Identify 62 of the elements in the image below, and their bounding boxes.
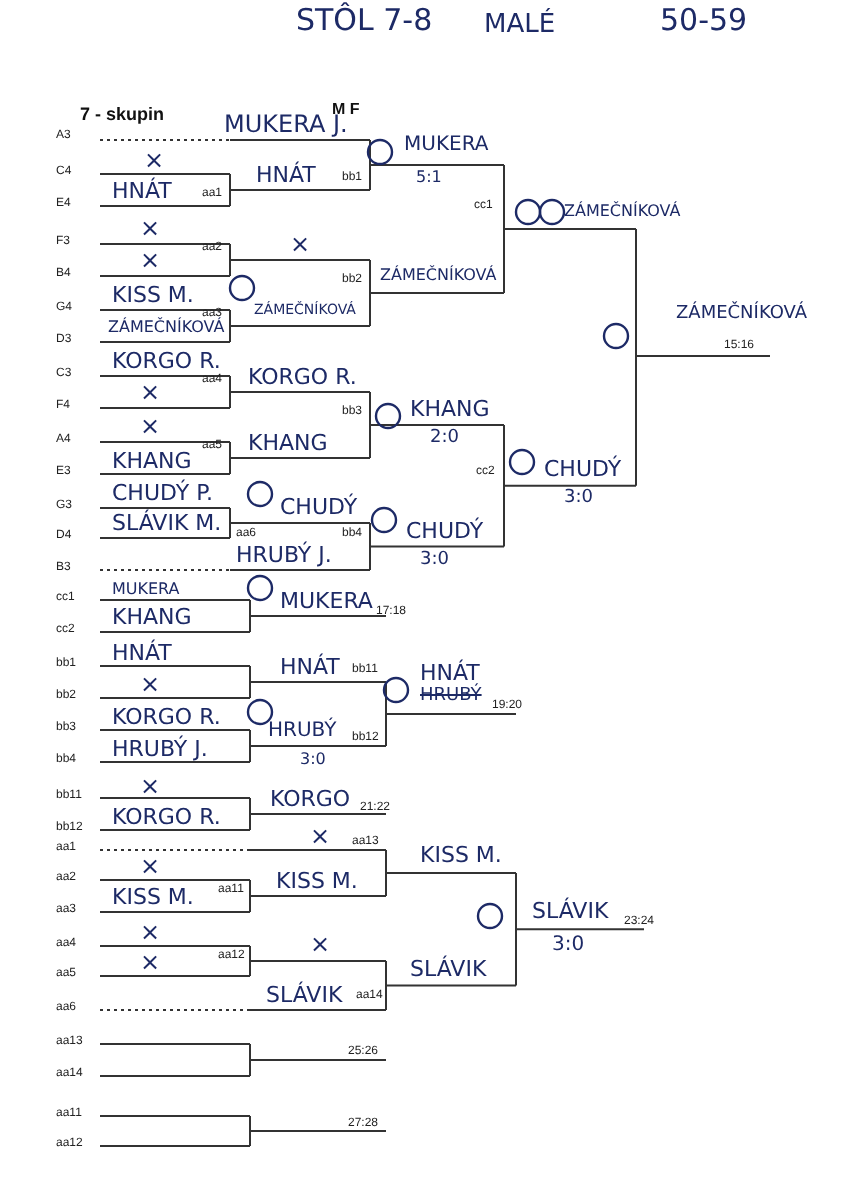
player-name: SLÁVIK bbox=[532, 900, 609, 922]
cross-mark: × bbox=[310, 932, 331, 956]
match-score: 5:1 bbox=[416, 170, 442, 186]
player-name: SLÁVIK bbox=[266, 984, 343, 1006]
cross-mark: × bbox=[144, 148, 165, 172]
player-name: KHANG bbox=[112, 450, 192, 472]
match-score: 3:0 bbox=[300, 752, 326, 768]
player-name: MUKERA bbox=[112, 582, 180, 598]
player-name: CHUDÝ bbox=[280, 496, 358, 518]
cross-mark: × bbox=[140, 414, 161, 438]
player-name: KORGO bbox=[270, 788, 351, 810]
cross-mark: × bbox=[310, 824, 331, 848]
handwritten-heading: STÔL 7-8 bbox=[296, 6, 433, 36]
match-score: 3:0 bbox=[420, 552, 449, 570]
cross-mark: × bbox=[140, 380, 161, 404]
player-name: KISS M. bbox=[112, 284, 194, 306]
cross-mark: × bbox=[140, 854, 161, 878]
player-name: KORGO R. bbox=[112, 706, 221, 728]
match-score: 3:0 bbox=[552, 936, 585, 956]
player-name: HNÁT bbox=[420, 662, 480, 684]
match-score: 2:0 bbox=[430, 430, 459, 448]
player-name: CHUDÝ bbox=[406, 520, 484, 542]
cross-mark: × bbox=[140, 950, 161, 974]
cross-mark: × bbox=[290, 232, 311, 256]
player-name: KISS M. bbox=[276, 870, 358, 892]
match-score: 3:0 bbox=[564, 490, 593, 508]
player-name: HRUBÝ J. bbox=[112, 738, 208, 760]
player-name: ZÁMEČNÍKOVÁ bbox=[676, 306, 808, 324]
cross-mark: × bbox=[140, 672, 161, 696]
player-name: SLÁVIK M. bbox=[112, 512, 222, 534]
player-name: SLÁVIK bbox=[410, 958, 487, 980]
player-name: ZÁMEČNÍKOVÁ bbox=[108, 320, 225, 336]
cross-mark: × bbox=[140, 920, 161, 944]
player-name: KISS M. bbox=[112, 886, 194, 908]
player-name: MUKERA J. bbox=[224, 112, 348, 136]
player-name: MUKERA bbox=[404, 136, 489, 156]
player-name: KISS M. bbox=[420, 844, 502, 866]
player-name: KORGO R. bbox=[112, 350, 221, 372]
player-name: CHUDÝ P. bbox=[112, 482, 214, 504]
group-heading: M F bbox=[332, 102, 360, 118]
handwritten-heading: MALÉ bbox=[484, 12, 556, 38]
player-name: HRUBÝ J. bbox=[236, 544, 332, 566]
player-name: HNÁT bbox=[112, 180, 172, 202]
player-name: KHANG bbox=[112, 606, 192, 628]
player-name: KORGO R. bbox=[112, 806, 221, 828]
player-name: KORGO R. bbox=[248, 366, 357, 388]
cross-mark: × bbox=[140, 774, 161, 798]
player-name: MUKERA bbox=[280, 590, 373, 612]
player-name: HNÁT bbox=[280, 656, 340, 678]
handwritten-heading: 50-59 bbox=[660, 6, 748, 36]
group-heading: 7 - skupin bbox=[80, 106, 165, 124]
player-name: ZÁMEČNÍKOVÁ bbox=[564, 204, 681, 220]
player-name: ZÁMEČNÍKOVÁ bbox=[380, 268, 497, 284]
struck-out-name: HRUBÝ bbox=[420, 688, 482, 706]
cross-mark: × bbox=[140, 216, 161, 240]
cross-mark: × bbox=[140, 248, 161, 272]
player-name: KHANG bbox=[248, 432, 328, 454]
player-name: HRUBÝ bbox=[268, 722, 337, 742]
player-name: HNÁT bbox=[112, 642, 172, 664]
player-name: KHANG bbox=[410, 398, 490, 420]
player-name: HNÁT bbox=[256, 164, 316, 186]
player-name: CHUDÝ bbox=[544, 458, 622, 480]
